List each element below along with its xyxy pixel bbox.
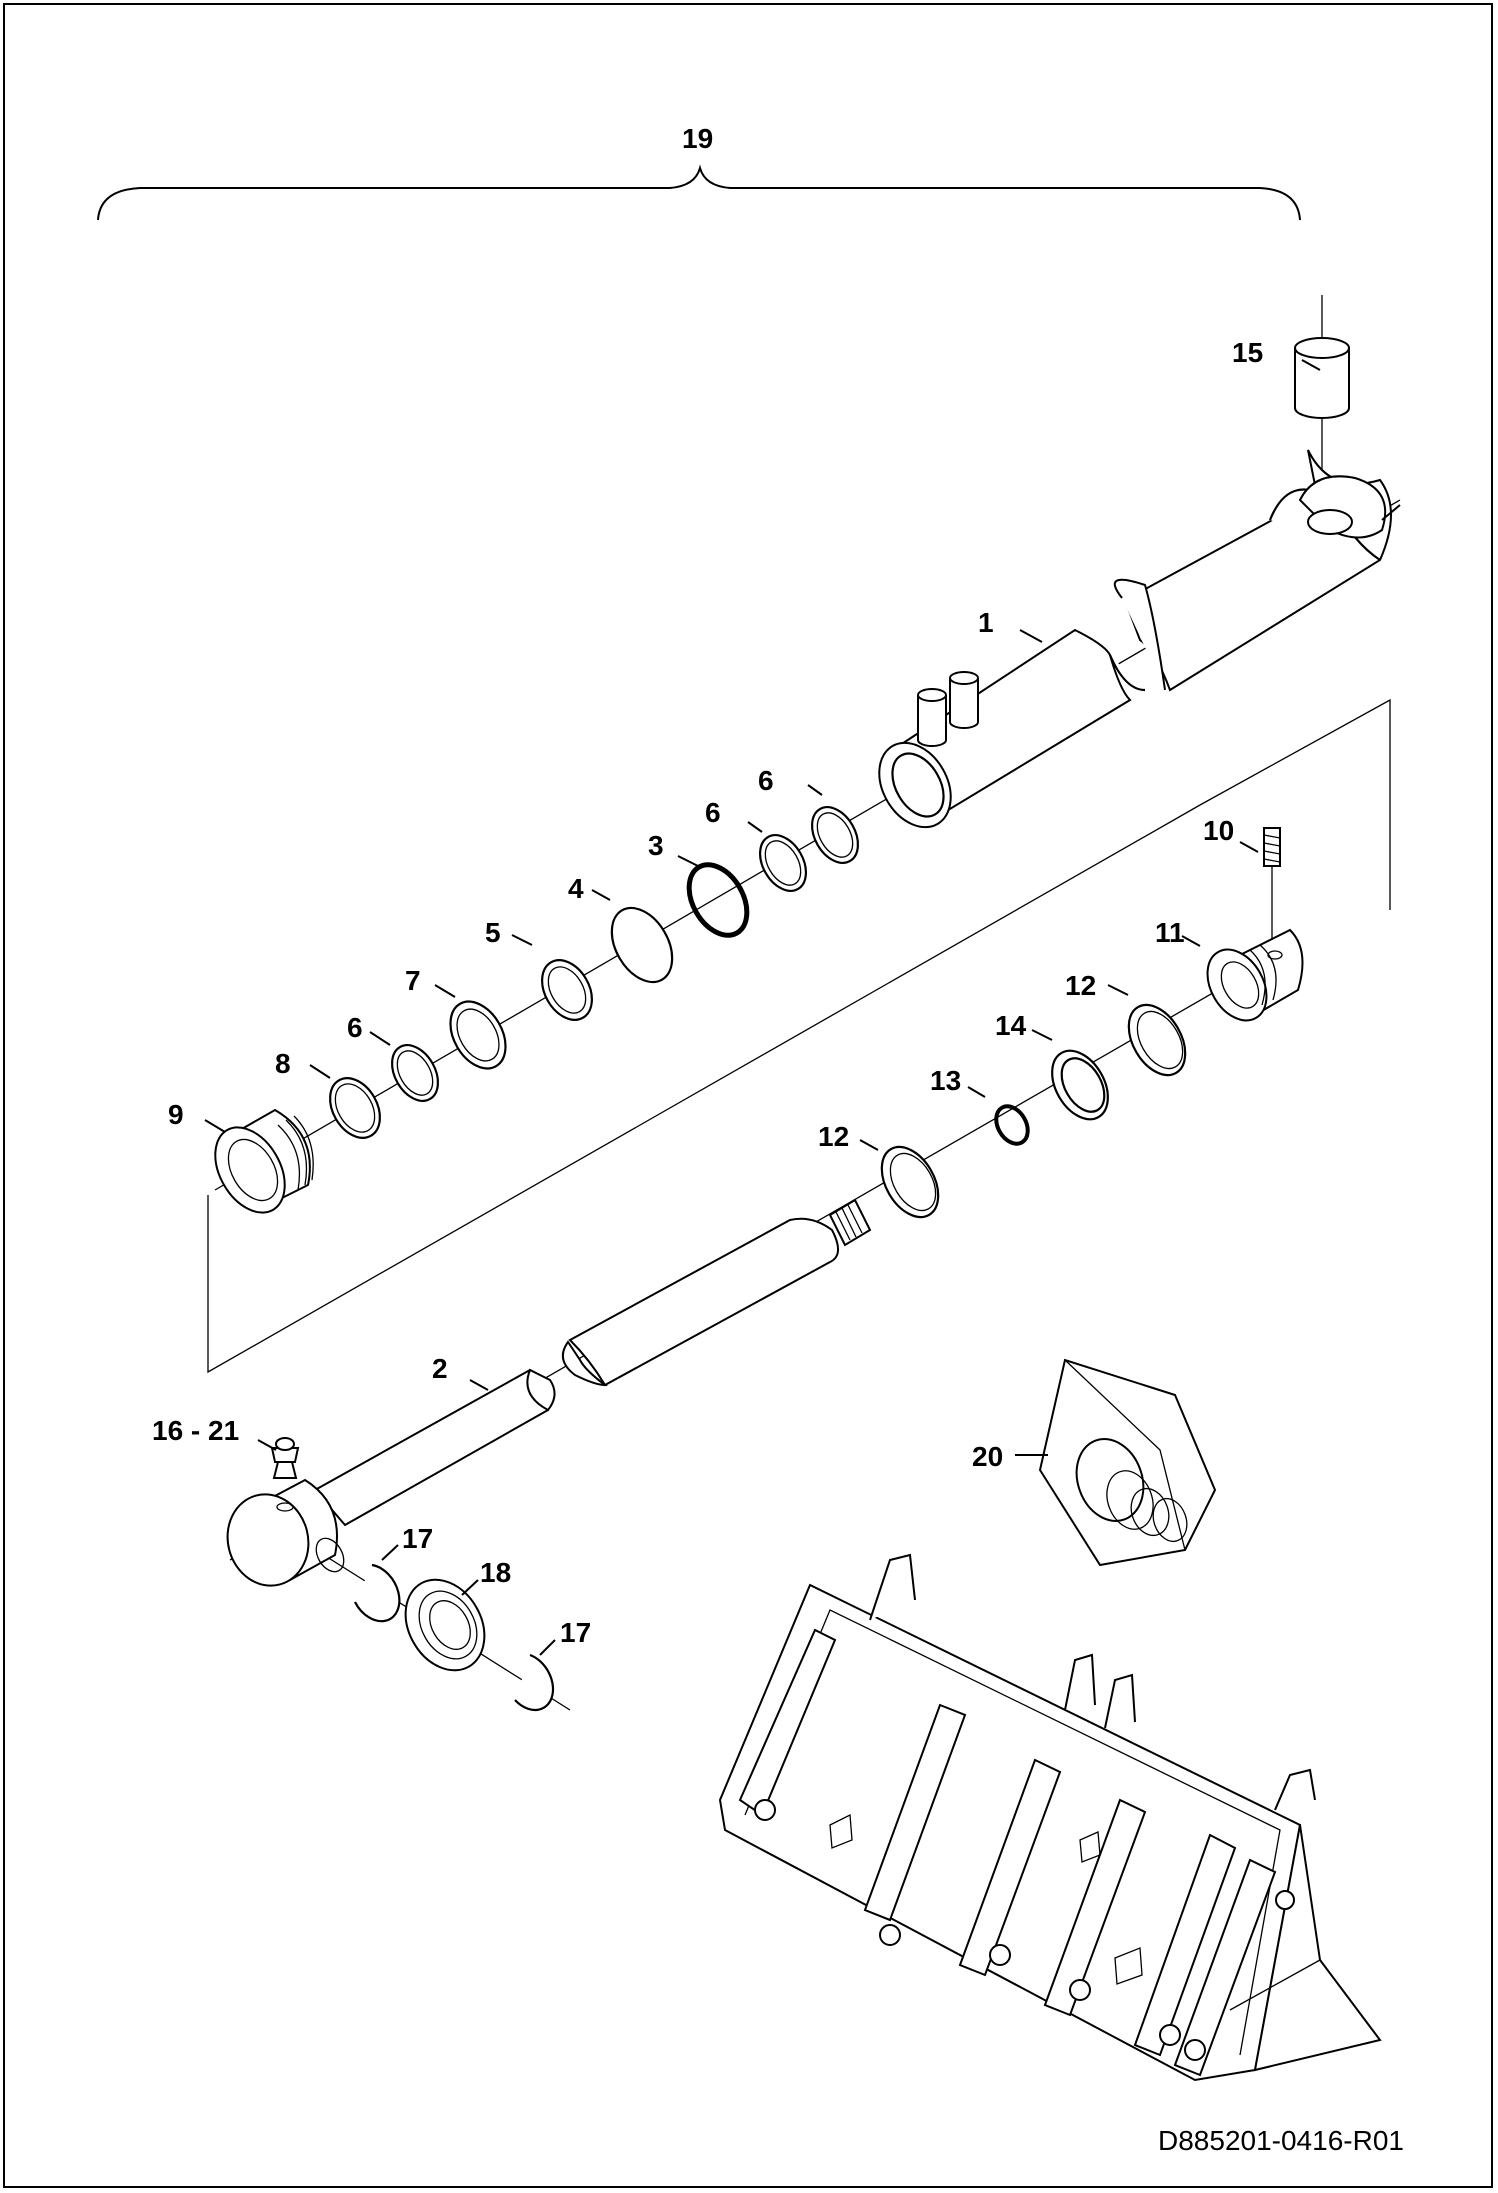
wear-ring-part-12a xyxy=(880,1145,940,1219)
callout-19: 19 xyxy=(682,123,713,154)
o-ring-part-13 xyxy=(994,1104,1030,1146)
bucket-assembly xyxy=(718,1553,1382,2082)
callout-17-lower: 17 xyxy=(560,1617,591,1648)
callout-3: 3 xyxy=(648,830,664,861)
callout-6-middle: 6 xyxy=(705,797,721,828)
callout-12-upper: 12 xyxy=(1065,970,1096,1001)
set-screw-part-10 xyxy=(1263,827,1281,867)
callout-15: 15 xyxy=(1232,337,1263,368)
callout-5: 5 xyxy=(485,917,501,948)
seal-part-6c xyxy=(810,806,860,864)
wiper-part-5 xyxy=(541,959,593,1021)
seal-part-8 xyxy=(329,1077,381,1139)
sheet-border xyxy=(3,3,1493,2188)
grease-fitting-part-16-21 xyxy=(270,1437,300,1479)
drawing-code: D885201-0416-R01 xyxy=(1158,2125,1404,2156)
backup-ring-part-3 xyxy=(686,862,750,938)
callout-6-lower: 6 xyxy=(347,1012,363,1043)
callout-8: 8 xyxy=(275,1048,291,1079)
leader-lines xyxy=(204,359,1321,1656)
seal-part-4 xyxy=(610,906,674,984)
callout-17-upper: 17 xyxy=(402,1523,433,1554)
retaining-ring-part-17a xyxy=(354,1563,401,1623)
callout-1: 1 xyxy=(978,607,994,638)
gland-part-9 xyxy=(214,1108,314,1214)
callout-labels: 19 15 1 6 6 3 4 5 7 6 8 9 10 11 12 14 13… xyxy=(152,123,1263,1648)
piston-seal-part-14 xyxy=(1051,1049,1109,1121)
piston-part-11 xyxy=(1206,928,1304,1022)
wear-ring-part-12b xyxy=(1127,1003,1187,1077)
piston-rod-part-2 xyxy=(226,1198,872,1587)
seal-part-6b xyxy=(758,834,808,892)
callout-12-lower: 12 xyxy=(818,1121,849,1152)
callout-18: 18 xyxy=(480,1557,511,1588)
callout-10: 10 xyxy=(1203,815,1234,846)
callout-14: 14 xyxy=(995,1010,1027,1041)
callout-16-21: 16 - 21 xyxy=(152,1415,239,1446)
assembly-bracket-19 xyxy=(97,164,1301,221)
callout-6-top: 6 xyxy=(758,765,774,796)
bracket-part-20 xyxy=(1038,1358,1217,1567)
callout-20: 20 xyxy=(972,1441,1003,1472)
seal-part-7 xyxy=(449,1000,507,1070)
cylinder-barrel-part-1 xyxy=(878,449,1401,829)
bushing-part-15 xyxy=(1294,337,1350,419)
retaining-ring-part-17b xyxy=(514,1653,555,1712)
bearing-part-18 xyxy=(404,1578,486,1672)
callout-2: 2 xyxy=(432,1353,448,1384)
seal-part-6a xyxy=(390,1044,440,1102)
callout-7: 7 xyxy=(405,965,421,996)
callout-9: 9 xyxy=(168,1099,184,1130)
callout-4: 4 xyxy=(568,873,584,904)
callout-11: 11 xyxy=(1155,917,1185,948)
callout-13: 13 xyxy=(930,1065,961,1096)
